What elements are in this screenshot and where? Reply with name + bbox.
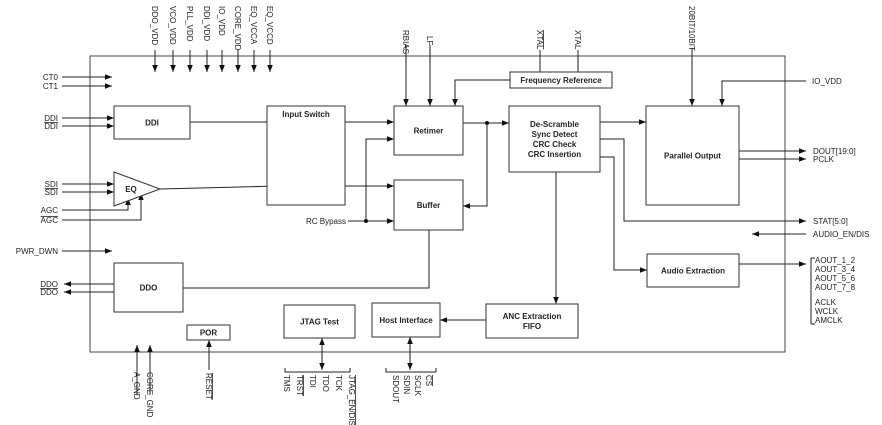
connection-line (365, 136, 394, 221)
pin-ddo: DDO (40, 288, 58, 297)
pin-io-vdd: IO_VDD (217, 6, 226, 36)
host-interface-block (371, 302, 441, 338)
pin-pwr-dwn: PWR_DWN (16, 247, 58, 256)
por-block-label: POR (200, 329, 218, 338)
anc-extraction-block (485, 303, 579, 339)
pin-wclk: WCLK (815, 307, 839, 316)
descramble-block (508, 105, 601, 173)
connection-line (284, 368, 351, 373)
connection-line (452, 79, 510, 106)
frequency-reference-block-label: Frequency Reference (520, 76, 602, 85)
connection-line (159, 185, 279, 190)
pin-ddi: DDI (44, 114, 58, 123)
pin-agc: AGC (41, 216, 59, 225)
pin-core-vdd: CORE_VDD (233, 6, 242, 51)
pin-aout-7-8: AOUT_7_8 (815, 283, 856, 292)
retimer-block-label: Retimer (414, 127, 444, 136)
pin-core-gnd: CORE_GND (145, 372, 154, 418)
pin-sclk: SCLK (413, 375, 422, 397)
pin-xtal: XTAL (573, 30, 582, 50)
eq-amplifier (113, 171, 162, 207)
pin-dout: DOUT[19:0] (813, 147, 856, 156)
frequency-reference-block (509, 71, 613, 89)
pin-amclk: AMCLK (815, 316, 843, 325)
audio-extraction-block-label: Audio Extraction (661, 267, 725, 276)
pin-lf: LF (425, 36, 434, 45)
pin-ddi: DDI (44, 122, 58, 131)
anc-extraction-block-label: FIFO (523, 322, 541, 331)
pin-jtag-en-dis: JTAG_EN/DIS (347, 375, 356, 425)
pin-xtal-bar: XTAL (535, 30, 544, 50)
anc-extraction-block-label: ANC Extraction (503, 312, 562, 321)
ddi-block-label: DDI (145, 119, 159, 128)
connection-line (600, 156, 647, 273)
connection-line (183, 230, 430, 289)
rc-bypass-label: RC Bypass (306, 217, 346, 226)
eq-label: EQ (125, 185, 137, 194)
connection-line (719, 80, 806, 106)
pin-aout-1-2: AOUT_1_2 (815, 256, 856, 265)
ddo-block (113, 262, 184, 313)
pin-reset: RESET (204, 373, 213, 400)
buffer-block-label: Buffer (417, 201, 441, 210)
input-switch-label: Input Switch (282, 110, 330, 119)
pin-aclk: ACLK (815, 298, 837, 307)
descramble-block-label: De-Scramble (530, 120, 579, 129)
pin-tms: TMS (282, 375, 291, 392)
pin-20bit-10bit: 20BIT/10BIT (687, 6, 696, 51)
connection-line (600, 138, 806, 224)
connection-line (463, 123, 488, 209)
pin-rbias: RBIAS (401, 30, 410, 54)
pin-agc: AGC (41, 206, 59, 215)
pin-eq-vccd: EQ_VCCD (265, 6, 274, 45)
retimer-block (393, 105, 464, 156)
pin-sdi: SDI (45, 180, 58, 189)
pin-cs: CS (424, 375, 433, 386)
parallel-output-block (645, 105, 740, 206)
pin-ct0: CT0 (43, 73, 59, 82)
por-block (186, 324, 231, 341)
junction-dot (364, 219, 368, 223)
descramble-block-label: Sync Detect (532, 130, 578, 139)
ddi-block (113, 105, 191, 140)
pin-aout-5-6: AOUT_5_6 (815, 274, 856, 283)
descramble-block-label: CRC Check (533, 140, 577, 149)
connection-line (62, 198, 131, 211)
host-interface-block-label: Host Interface (379, 316, 433, 325)
pin-stat: STAT[5:0] (813, 217, 848, 226)
pin-eq-vcca: EQ_VCCA (249, 6, 258, 45)
pin-trst: TRST (295, 375, 304, 396)
pin-sdin: SDIN (402, 375, 411, 394)
connection-line (385, 368, 437, 373)
input-switch-block (266, 105, 346, 206)
pin-io-vdd: IO_VDD (812, 77, 842, 86)
pin-ddi-vdd: DDI_VDD (202, 6, 211, 41)
pin-ddo-vdd: DDO_VDD (150, 6, 159, 45)
ddo-block-label: DDO (140, 284, 158, 293)
pin-sdout: SDOUT (391, 375, 400, 403)
pin-vco-vdd: VCO_VDD (168, 6, 177, 45)
connection-line (62, 193, 144, 221)
pin-tck: TCK (334, 375, 343, 392)
jtag-test-block-label: JTAG Test (300, 318, 339, 327)
pin-a-gnd: A_GND (132, 372, 141, 400)
parallel-output-block-label: Parallel Output (664, 152, 721, 161)
pin-aout-3-4: AOUT_3_4 (815, 265, 856, 274)
pin-sdi: SDI (45, 188, 58, 197)
pin-pll-vdd: PLL_VDD (185, 6, 194, 42)
buffer-block (393, 179, 464, 231)
pin-ct1: CT1 (43, 82, 59, 91)
descramble-block-label: CRC Insertion (528, 150, 581, 159)
pin-tdi: TDI (308, 375, 317, 388)
pin-pclk: PCLK (813, 155, 835, 164)
jtag-test-block (283, 304, 356, 339)
chip-outline (89, 55, 786, 353)
pin-audio-en-dis: AUDIO_EN/DIS (813, 230, 869, 239)
pin-tdo: TDO (321, 375, 330, 392)
audio-extraction-block (646, 253, 740, 288)
pin-ddo: DDO (40, 280, 58, 289)
